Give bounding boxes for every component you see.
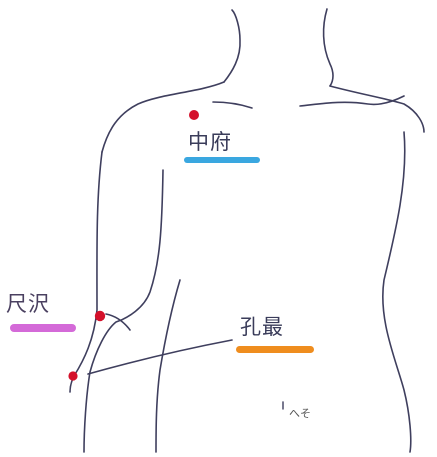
kousai-point	[68, 371, 77, 380]
shakutaku-point	[95, 311, 105, 321]
neck-left-line	[224, 10, 240, 82]
torso-left-line	[156, 280, 180, 452]
chufu-underline	[184, 157, 260, 163]
left-arm-inner-line	[84, 170, 163, 452]
shakutaku-underline	[10, 324, 76, 332]
right-clavicle-line	[300, 96, 404, 106]
left-arm-outer-line	[70, 152, 102, 392]
kousai-underline	[236, 346, 314, 353]
torso-right-line	[383, 132, 411, 452]
left-clavicle-line	[213, 102, 252, 108]
chufu-point	[189, 110, 199, 120]
neck-right-line	[324, 9, 333, 86]
kousai-label: 孔最	[240, 317, 284, 338]
chufu-label: 中府	[188, 132, 232, 153]
shakutaku-label: 尺沢	[6, 294, 50, 315]
right-shoulder-line	[330, 86, 424, 132]
navel-label: へそ	[289, 408, 311, 419]
